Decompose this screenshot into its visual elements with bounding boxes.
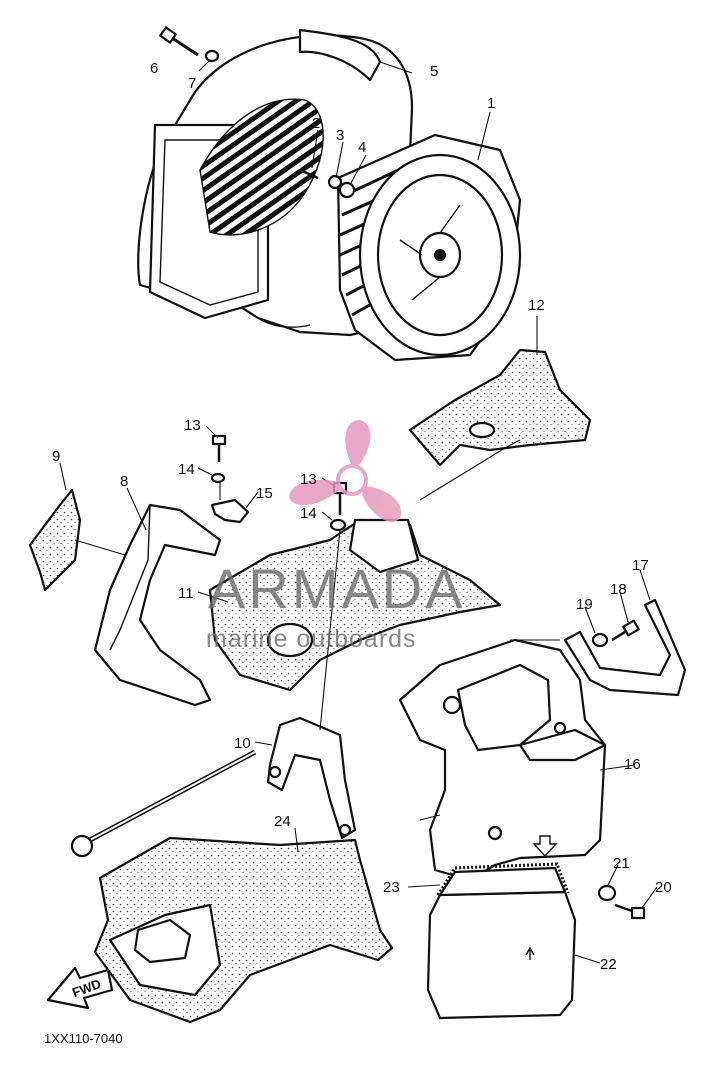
fwd-arrow: FWD xyxy=(46,966,114,1010)
diagram-code: 1XX110-7040 xyxy=(44,1031,123,1046)
washer-7 xyxy=(204,49,220,63)
screw-20 xyxy=(614,903,646,920)
assembly-lines xyxy=(74,439,560,821)
callout-1: 1 xyxy=(487,95,495,112)
pan-24 xyxy=(93,836,394,1024)
washer-21 xyxy=(597,884,617,902)
callout-16: 16 xyxy=(624,756,641,773)
callout-5: 5 xyxy=(430,63,438,80)
cover-8 xyxy=(93,503,222,707)
callout-4: 4 xyxy=(358,139,366,156)
callout-19: 19 xyxy=(576,596,593,613)
callout-3: 3 xyxy=(336,127,344,144)
callout-8: 8 xyxy=(120,473,128,490)
washer-3 xyxy=(327,174,343,190)
grommet-4 xyxy=(338,181,356,199)
screw-18 xyxy=(611,619,640,642)
callout-15: 15 xyxy=(256,485,273,502)
screw-13-upper xyxy=(211,434,227,462)
bracket-10 xyxy=(266,716,357,840)
watermark: ARMADA marine outboards xyxy=(206,420,466,653)
callout-10: 10 xyxy=(234,735,251,752)
callout-2: 2 xyxy=(312,115,320,132)
plate-12 xyxy=(408,348,592,467)
watermark-subtitle: marine outboards xyxy=(206,625,417,653)
callout-12: 12 xyxy=(528,297,545,314)
callout-13-upper: 13 xyxy=(184,417,201,434)
washer-19 xyxy=(591,632,609,648)
cover-11 xyxy=(208,518,502,692)
screw-2 xyxy=(299,168,319,180)
callout-7: 7 xyxy=(188,75,196,92)
fan-rotor xyxy=(336,133,522,362)
callout-13-lower: 13 xyxy=(300,471,317,488)
bolt-6 xyxy=(159,26,199,57)
callout-6: 6 xyxy=(150,60,158,77)
bracket-9 xyxy=(28,488,82,592)
callout-14-lower: 14 xyxy=(300,505,317,522)
watermark-title: ARMADA xyxy=(208,557,466,620)
callouts: 1 2 3 4 5 6 7 8 9 10 11 12 13 13 14 14 1… xyxy=(52,60,672,973)
callout-9: 9 xyxy=(52,448,60,465)
long-bolt xyxy=(70,749,257,858)
seal-23 xyxy=(436,862,570,896)
callout-18: 18 xyxy=(610,581,627,598)
down-arrow xyxy=(532,835,558,858)
propeller-logo xyxy=(289,420,402,522)
callout-22: 22 xyxy=(600,956,617,973)
cap-22 xyxy=(426,866,577,1020)
callout-23: 23 xyxy=(383,879,400,896)
callout-24: 24 xyxy=(274,813,291,830)
clamp-15 xyxy=(210,498,250,524)
callout-20: 20 xyxy=(655,879,672,896)
callout-11: 11 xyxy=(178,585,194,602)
washer-14-lower xyxy=(329,518,347,532)
callout-14-upper: 14 xyxy=(178,461,195,478)
callout-21: 21 xyxy=(613,855,630,872)
silencer-16 xyxy=(398,638,607,882)
callout-17: 17 xyxy=(632,557,649,574)
handle-17 xyxy=(563,598,687,697)
washer-14-upper xyxy=(210,472,226,484)
